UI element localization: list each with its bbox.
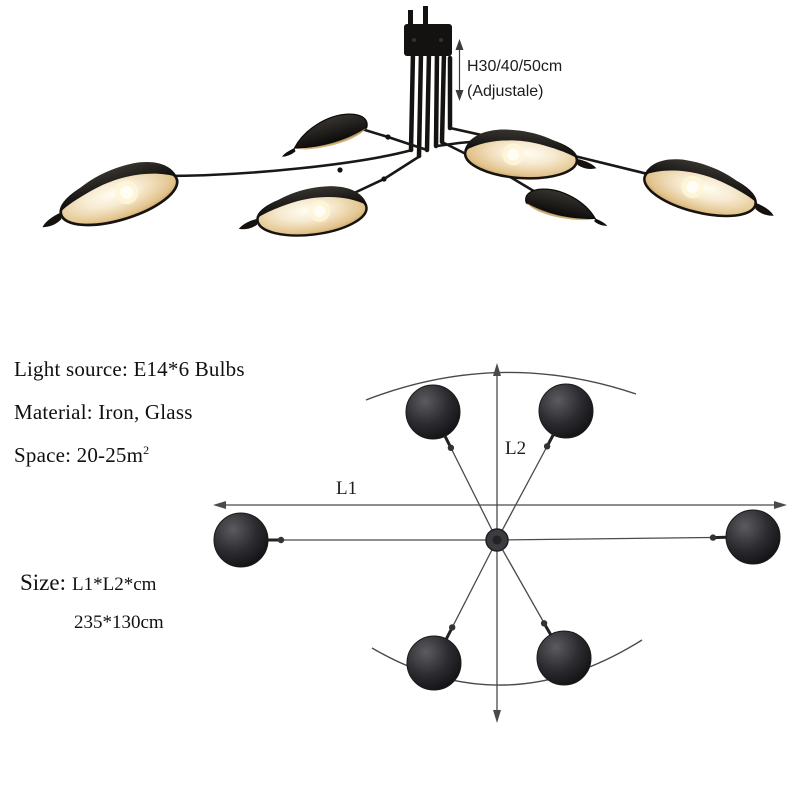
lamp-stem [404,6,453,159]
spec-material: Material: Iron, Glass [14,400,193,424]
diagram-arcs [365,371,643,686]
lamp-head [406,624,462,691]
spec-light-source: Light source: E14*6 Bulbs [14,357,245,381]
spec-space: Space: 20-25m2 [14,443,149,468]
height-arrow [455,39,464,101]
dimension-diagram [213,363,787,723]
lamp-shade [30,150,186,245]
diagram-hub [485,528,509,552]
lamp-head [213,512,285,568]
lamp-shade [233,180,372,245]
height-annotation-range: H30/40/50cm [467,58,563,75]
height-annotation-note: (Adjustale) [467,83,544,100]
lamp-head [538,383,594,450]
size-value: 235*130cm [74,612,164,633]
size-label: Size: [20,570,66,595]
lamp-head [709,509,781,565]
lamp-shade [637,149,784,232]
spec-space-superscript: 2 [143,443,150,457]
spec-space-text: Space: 20-25m [14,443,144,467]
l1-label: L1 [336,478,358,499]
l2-label: L2 [505,438,527,459]
spec-size: Size: L1*L2*cm [20,570,156,596]
size-formula: L1*L2*cm [72,574,157,595]
lamp-shade [461,125,600,185]
lamp-shade [274,108,371,160]
lamp-shade [522,184,613,229]
lamp-head [405,384,461,451]
l1-arrow [213,501,787,509]
lamp-head [536,620,592,686]
diagram-heads [213,383,781,691]
chandelier-graphic [30,6,784,245]
